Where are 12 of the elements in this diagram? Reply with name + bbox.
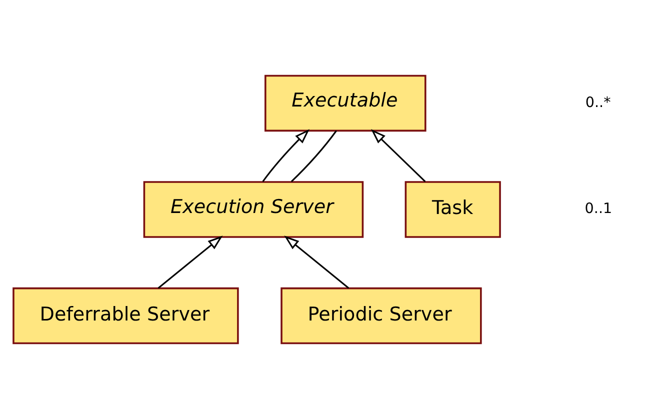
node-box: Executable	[264, 74, 426, 132]
arrow	[158, 235, 223, 288]
node-box: Periodic Server	[280, 286, 482, 344]
arrow	[370, 128, 426, 182]
node-box: Deferrable Server	[12, 286, 239, 344]
arrow	[262, 128, 310, 182]
label: 0..*	[585, 94, 611, 110]
node-box: Task	[404, 180, 501, 238]
node-box: Execution Server	[143, 180, 364, 238]
connector	[290, 130, 337, 182]
label: 0..1	[584, 200, 612, 217]
arrow	[284, 235, 350, 288]
